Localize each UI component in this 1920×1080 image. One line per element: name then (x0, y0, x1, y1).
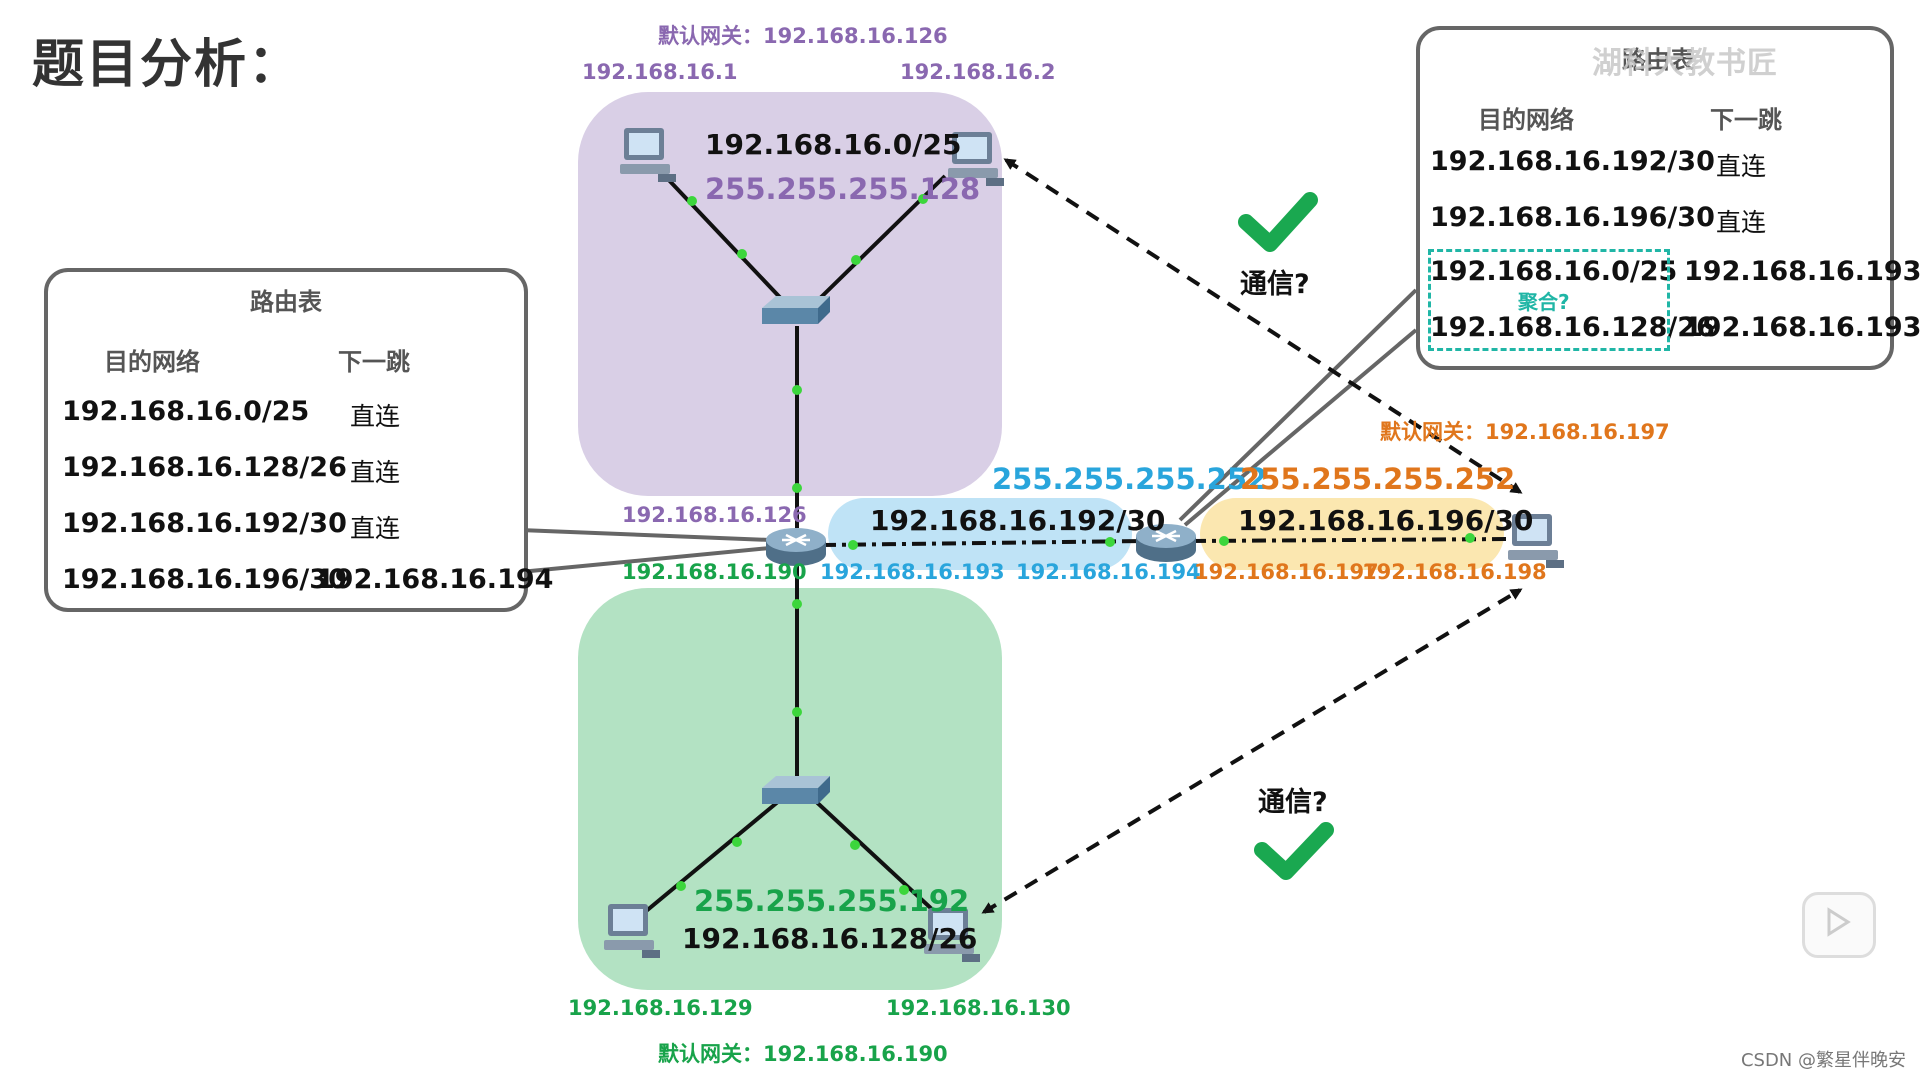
channel-overlay-text: 湖科大教书匠 (1592, 46, 1778, 81)
r2-pc-mask: 255.255.255.252 (1240, 462, 1516, 496)
left-table-callout (519, 528, 771, 574)
top-lan-network: 192.168.16.0/25 (705, 128, 962, 161)
r2-serial-ip: 192.168.16.194 (1016, 560, 1201, 584)
left-table-title: 路由表 (250, 288, 322, 316)
right-pc-gateway: 默认网关：192.168.16.197 (1380, 420, 1670, 444)
r2-lan-ip: 192.168.16.197 (1194, 560, 1379, 584)
watermark: CSDN @繁星伴晚安 (1740, 1050, 1906, 1071)
play-button[interactable] (1802, 892, 1876, 958)
pc-bottom-left-icon (604, 904, 660, 958)
right-pc-ip: 192.168.16.198 (1362, 560, 1547, 584)
top-lan-link-dots (687, 194, 928, 493)
r1-r2-network: 192.168.16.192/30 (870, 504, 1166, 537)
r1-top-interface-ip: 192.168.16.126 (622, 503, 807, 527)
bottom-lan-network: 192.168.16.128/26 (682, 922, 978, 955)
top-pc2-ip: 192.168.16.2 (900, 60, 1056, 84)
r1-r2-link-region (828, 498, 1132, 570)
bottom-lan-mask: 255.255.255.192 (694, 884, 970, 918)
left-table-row-dest: 192.168.16.128/26 (62, 452, 347, 483)
aggregation-highlight (1428, 249, 1670, 351)
pc-right-icon (1508, 514, 1564, 568)
right-table-row-next: 直连 (1716, 208, 1767, 237)
router-r2-icon (1136, 524, 1196, 562)
left-table-row-next: 直连 (350, 402, 401, 431)
pc-top-right-icon (948, 132, 1004, 186)
check-bottom-icon (1254, 822, 1334, 880)
serial-links (821, 537, 1513, 547)
bottom-lan-links (643, 560, 937, 914)
right-table-col-dest: 目的网络 (1478, 106, 1574, 134)
right-table-row-dest: 192.168.16.196/30 (1430, 202, 1715, 233)
left-table-row-dest: 192.168.16.192/30 (62, 508, 347, 539)
top-pc1-ip: 192.168.16.1 (582, 60, 738, 84)
bottom-lan-gateway: 默认网关：192.168.16.190 (658, 1042, 948, 1066)
left-table-row-dest: 192.168.16.196/30 (62, 564, 347, 595)
bottom-comm-question: 通信? (1258, 787, 1328, 818)
right-routing-table (1416, 26, 1894, 370)
r2-pc-network: 192.168.16.196/30 (1238, 504, 1534, 537)
right-table-col-next: 下一跳 (1710, 106, 1782, 134)
left-table-row-dest: 192.168.16.0/25 (62, 396, 310, 427)
switch-bottom-icon (762, 776, 830, 804)
top-comm-question: 通信? (1240, 269, 1310, 300)
bottom-pc1-ip: 192.168.16.129 (568, 996, 753, 1020)
left-table-row-next: 直连 (350, 458, 401, 487)
left-table-col-dest: 目的网络 (104, 348, 200, 376)
r2-pc-link-region (1200, 498, 1504, 570)
play-icon (1827, 907, 1851, 937)
check-top-icon (1238, 192, 1318, 252)
r1-bottom-interface-ip: 192.168.16.190 (622, 560, 807, 584)
top-lan-links (663, 174, 947, 528)
right-table-row-next: 直连 (1716, 152, 1767, 181)
router-r1-icon (766, 528, 826, 566)
serial-link-dots (848, 533, 1475, 550)
bottom-lan-link-dots (676, 599, 909, 895)
left-routing-table (44, 268, 528, 612)
right-table-title: 路由表 (1622, 46, 1694, 74)
left-table-col-next: 下一跳 (338, 348, 410, 376)
pc-top-left-icon (620, 128, 676, 182)
r1-serial-ip: 192.168.16.193 (820, 560, 1005, 584)
pc-bottom-right-icon (924, 908, 980, 962)
left-table-row-next: 192.168.16.194 (316, 564, 554, 595)
right-table-row-next: 192.168.16.193 (1684, 312, 1920, 343)
aggregation-label: 聚合? (1518, 290, 1570, 314)
left-table-row-next: 直连 (350, 514, 401, 543)
right-table-row-dest: 192.168.16.0/25 (1430, 256, 1678, 287)
right-table-row-next: 192.168.16.193 (1684, 256, 1920, 287)
page-title: 题目分析： (32, 35, 303, 95)
r1-r2-mask: 255.255.255.252 (992, 462, 1268, 496)
right-table-row-dest: 192.168.16.192/30 (1430, 146, 1715, 177)
top-lan-mask: 255.255.255.128 (705, 172, 981, 206)
comm-arrows (981, 158, 1523, 914)
switch-top-icon (762, 296, 830, 324)
top-lan-gateway: 默认网关：192.168.16.126 (658, 24, 948, 48)
bottom-pc2-ip: 192.168.16.130 (886, 996, 1071, 1020)
